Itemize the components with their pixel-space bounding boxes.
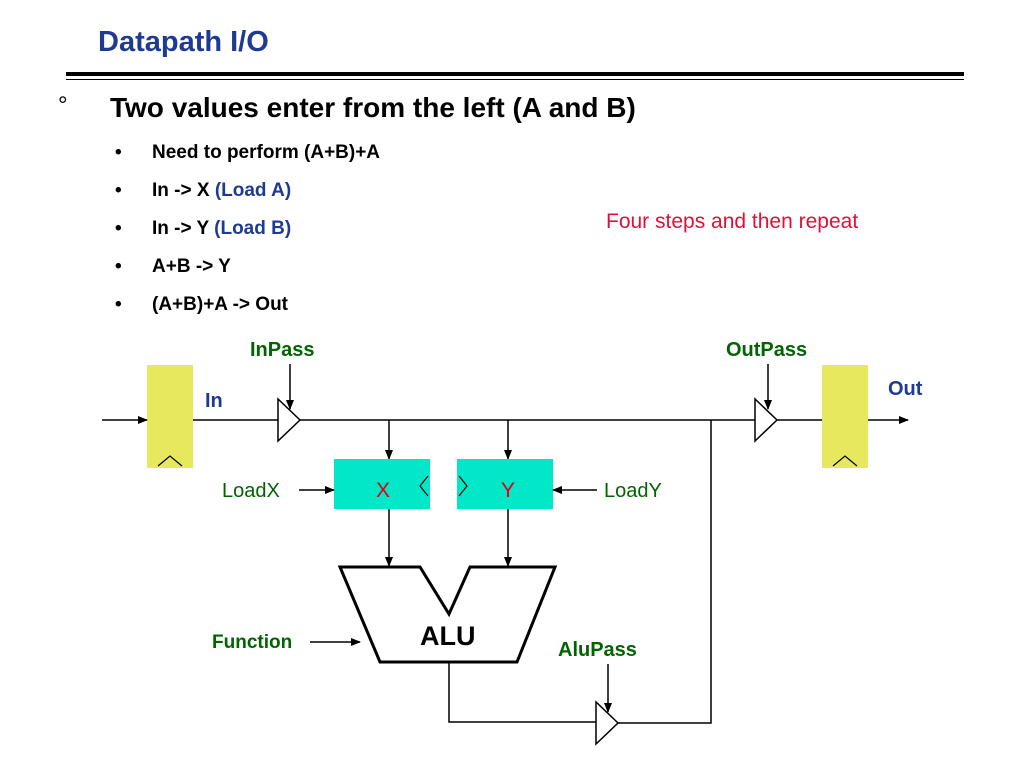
sub-bullet-text: A+B -> Y	[152, 256, 231, 277]
sub-bullet-paren: (Load B)	[214, 218, 292, 239]
alupass-buffer-icon	[595, 700, 620, 746]
outpass-label: OutPass	[726, 339, 807, 361]
loady-label: LoadY	[604, 480, 662, 502]
main-bullet-symbol: °	[58, 92, 68, 119]
title-rule-thin	[66, 79, 964, 80]
loadx-label: LoadX	[222, 480, 280, 502]
input-register-clock-icon	[157, 455, 183, 467]
four-steps-note: Four steps and then repeat	[606, 210, 859, 233]
slide-title: Datapath I/O	[98, 26, 269, 58]
output-register-clock-icon	[832, 455, 858, 467]
alupass-label: AluPass	[558, 639, 637, 661]
alu-feedback-wire	[618, 420, 712, 724]
in-label: In	[205, 390, 223, 412]
bullet-dot: •	[115, 142, 122, 163]
register-y-clock-icon	[458, 475, 468, 497]
register-y-label: Y	[501, 479, 515, 502]
alu-block	[337, 565, 558, 664]
title-rule-thick	[66, 72, 964, 76]
register-y	[457, 459, 553, 509]
sub-bullet-text: Need to perform (A+B)+A	[152, 142, 381, 163]
sub-bullet-text: (A+B)+A -> Out	[152, 294, 288, 315]
register-x-clock-icon	[419, 475, 429, 497]
sub-bullet-paren: (Load A)	[214, 180, 292, 201]
alu-output-wire	[448, 662, 596, 723]
output-register	[822, 365, 868, 468]
outpass-buffer-icon	[754, 397, 779, 443]
out-label: Out	[888, 378, 923, 400]
bullet-dot: •	[115, 256, 122, 277]
sub-bullet-text: In -> X	[152, 180, 215, 201]
register-x	[334, 459, 430, 509]
bullet-dot: •	[115, 294, 122, 315]
alu-label: ALU	[420, 621, 476, 651]
main-bullet-text: Two values enter from the left (A and B)	[110, 92, 636, 123]
bullet-dot: •	[115, 180, 122, 201]
register-x-label: X	[376, 479, 390, 502]
inpass-buffer-icon	[277, 397, 302, 443]
bullet-dot: •	[115, 218, 122, 239]
input-register	[147, 365, 193, 468]
sub-bullet-text: In -> Y	[152, 218, 215, 239]
inpass-label: InPass	[250, 339, 314, 361]
function-label: Function	[212, 632, 292, 653]
